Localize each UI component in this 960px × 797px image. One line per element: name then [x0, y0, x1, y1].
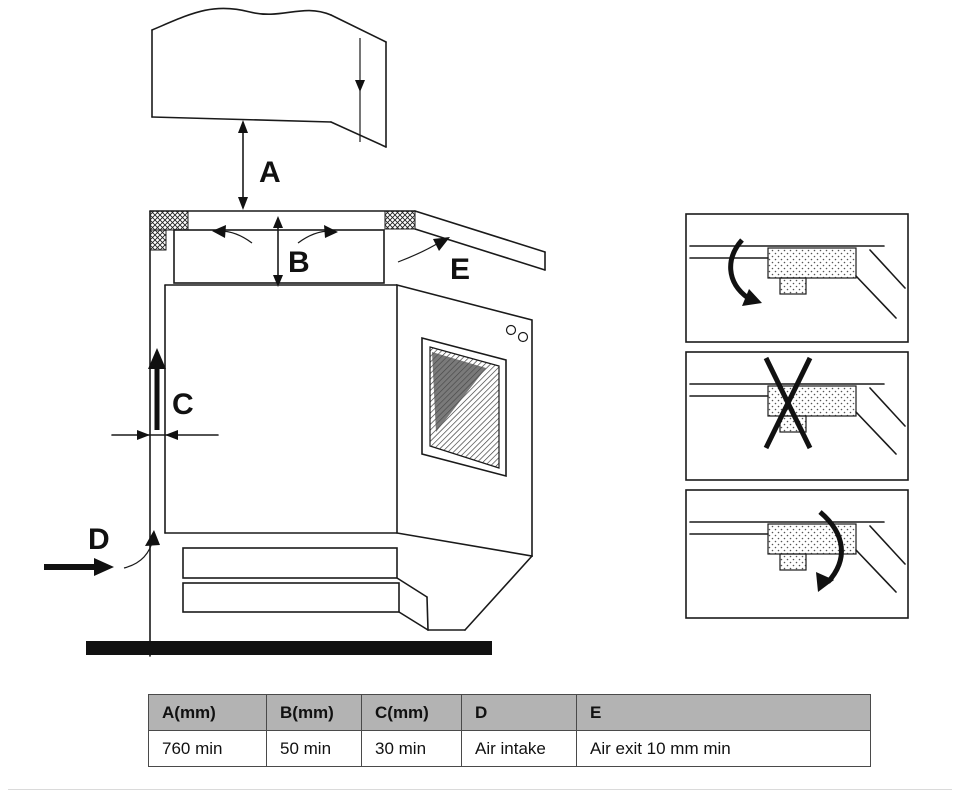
- page-divider: [8, 789, 952, 790]
- label-b: B: [288, 246, 310, 279]
- air-exit-arrow: [397, 237, 450, 263]
- detail-panel-middle: [685, 351, 909, 481]
- value-e: Air exit 10 mm min: [576, 730, 871, 767]
- label-e: E: [450, 253, 470, 286]
- label-c: C: [172, 388, 194, 421]
- value-a: 760 min: [148, 730, 267, 767]
- oven-vent-hole: [517, 331, 529, 343]
- plinth: [182, 547, 533, 631]
- oven-vent-hole: [505, 324, 517, 336]
- label-d: D: [88, 523, 110, 556]
- table-value-row: 760 min 50 min 30 min Air intake Air exi…: [148, 730, 871, 767]
- floor: [86, 641, 492, 655]
- airflow-up-arrow: [148, 348, 166, 430]
- table-header-a: A(mm): [148, 694, 267, 731]
- table-header-e: E: [576, 694, 871, 731]
- table-header-b: B(mm): [266, 694, 362, 731]
- hob-step: [779, 277, 807, 295]
- hob-cross-section: [767, 247, 857, 279]
- base-cabinet: [164, 283, 533, 557]
- dimension-a-arrow: [238, 120, 248, 210]
- value-d: Air intake: [461, 730, 577, 767]
- dimensions-table: A(mm) B(mm) C(mm) D E 760 min 50 min 30 …: [148, 694, 871, 767]
- mount-direction-arrow-icon: [818, 510, 844, 584]
- air-intake-arrow: [44, 530, 160, 576]
- value-b: 50 min: [266, 730, 362, 767]
- detail-panel-top: [685, 213, 909, 343]
- counter-cross-section-left: [149, 210, 189, 231]
- detail-panel-bottom: [685, 489, 909, 619]
- worktop: [149, 210, 546, 271]
- counter-cross-section-right: [384, 210, 416, 230]
- cooktop-chassis: [173, 225, 385, 284]
- cross-out-x-icon: [763, 356, 813, 450]
- value-c: 30 min: [361, 730, 462, 767]
- hob-step: [779, 553, 807, 571]
- upper-cabinet: [151, 7, 387, 148]
- dimension-b-arrow: [273, 216, 283, 287]
- oven-window-reflection: [432, 352, 486, 432]
- table-header-d: D: [461, 694, 577, 731]
- installation-diagram: A B E: [44, 7, 909, 657]
- label-a: A: [259, 156, 281, 189]
- mount-direction-arrow-icon: [728, 238, 750, 301]
- table-header-row: A(mm) B(mm) C(mm) D E: [148, 694, 871, 731]
- dimension-c-arrow: [111, 430, 219, 440]
- oven-window-frame: [421, 336, 507, 478]
- counter-cross-section-left-lower: [149, 229, 167, 251]
- hood-tick-arrow-icon: [355, 80, 365, 92]
- table-header-c: C(mm): [361, 694, 462, 731]
